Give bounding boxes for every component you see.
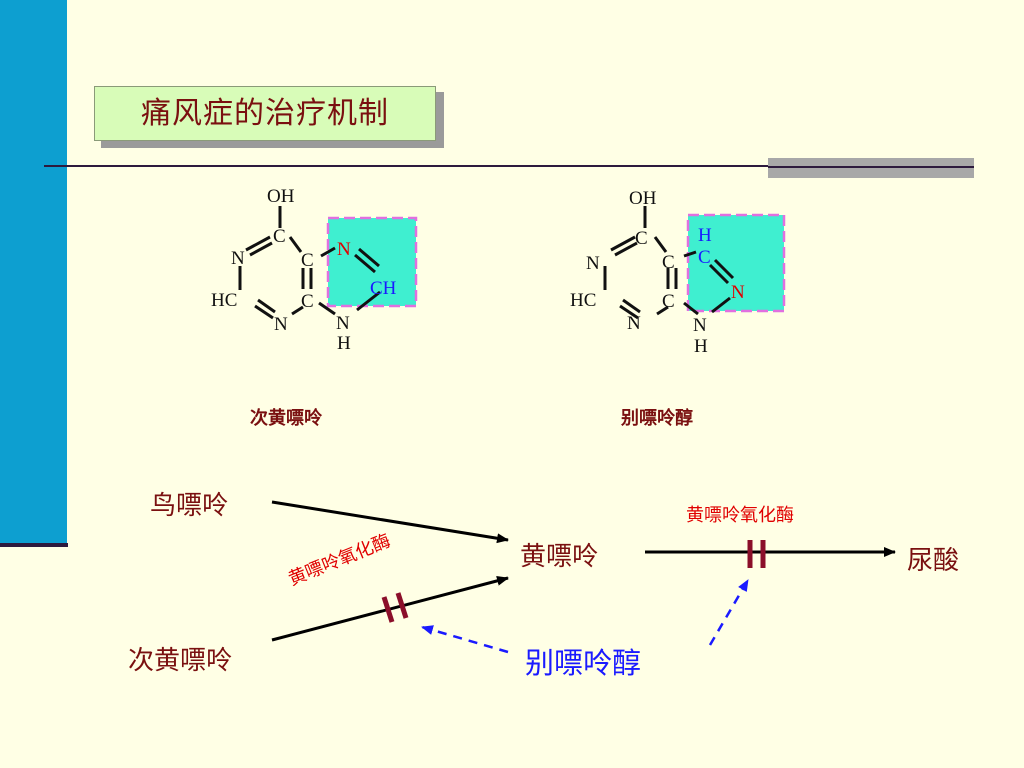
- bond: [683, 301, 699, 316]
- atom-h-highlight: H: [698, 225, 712, 246]
- bond: [610, 235, 636, 252]
- bond: [614, 241, 638, 257]
- atom-nh-h: H: [694, 336, 708, 357]
- bond: [318, 301, 336, 316]
- bond: [711, 296, 731, 314]
- molecule-label-allopurinol: 别嘌呤醇: [621, 408, 693, 429]
- bond: [320, 246, 336, 258]
- atom-c: C: [662, 252, 675, 273]
- bond: [254, 304, 274, 320]
- sidebar-accent-bar: [0, 0, 67, 545]
- bond: [683, 250, 697, 258]
- label-enzyme-xanthine-oxidase: 黄嘌呤氧化酶: [686, 505, 794, 526]
- header-rule-accent-line: [768, 166, 974, 168]
- hypoxanthine-structure: OH C N C HC C N N CH N H: [211, 186, 418, 354]
- bond: [358, 247, 380, 268]
- atom-c: C: [662, 291, 675, 312]
- atom-hc: HC: [570, 290, 596, 311]
- atom-c: C: [273, 226, 286, 247]
- bond: [653, 236, 668, 253]
- atom-n: N: [274, 314, 288, 335]
- bond: [288, 236, 303, 253]
- pyrazole-highlight-box: [686, 213, 786, 313]
- bond: [354, 253, 376, 274]
- bond: [622, 298, 641, 314]
- bond: [619, 304, 639, 320]
- inhibitor-arrow-2: [708, 579, 750, 646]
- atom-c: C: [301, 250, 314, 271]
- bond: [249, 241, 273, 257]
- header-rule: [44, 165, 974, 167]
- bond: [708, 263, 730, 285]
- sidebar-divider: [0, 543, 68, 547]
- atom-nh-n: N: [693, 315, 707, 336]
- label-hypoxanthine: 次黄嘌呤: [128, 646, 233, 676]
- atom-c-highlight: C: [698, 247, 711, 268]
- molecule-label-hypoxanthine: 次黄嘌呤: [250, 408, 322, 429]
- label-inhibitor-allopurinol: 别嘌呤醇: [525, 646, 642, 680]
- bond: [656, 305, 669, 316]
- label-uric-acid: 尿酸: [907, 546, 960, 576]
- label-guanine: 鸟嘌呤: [150, 491, 229, 521]
- atom-n-highlight: N: [731, 282, 745, 303]
- atom-n-highlight: N: [337, 239, 351, 260]
- allopurinol-structure: OH C N C HC C N H C N N H: [570, 188, 786, 357]
- atom-ch-highlight: CH: [370, 278, 397, 299]
- atom-n: N: [586, 253, 600, 274]
- bond: [257, 298, 276, 314]
- atom-hc: HC: [211, 290, 237, 311]
- inhibition-mark-1: [381, 592, 409, 623]
- atom-c: C: [301, 291, 314, 312]
- inhibition-mark-2: [747, 540, 766, 568]
- label-xanthine: 黄嘌呤: [520, 542, 599, 572]
- bond: [245, 235, 271, 252]
- page-title: 痛风症的治疗机制: [141, 96, 389, 131]
- atom-nh-h: H: [337, 333, 351, 354]
- atom-oh: OH: [267, 186, 295, 207]
- bond: [713, 258, 735, 280]
- bond: [356, 290, 381, 312]
- atom-n: N: [231, 248, 245, 269]
- bond: [291, 305, 304, 316]
- atom-c: C: [635, 228, 648, 249]
- title-box: 痛风症的治疗机制: [94, 86, 436, 141]
- atom-nh-n: N: [336, 313, 350, 334]
- arrow-guanine-to-xanthine: [271, 500, 509, 544]
- header-rule-accent: [768, 158, 974, 178]
- inhibitor-arrow-1: [421, 625, 509, 654]
- atom-oh: OH: [629, 188, 657, 209]
- atom-n: N: [627, 313, 641, 334]
